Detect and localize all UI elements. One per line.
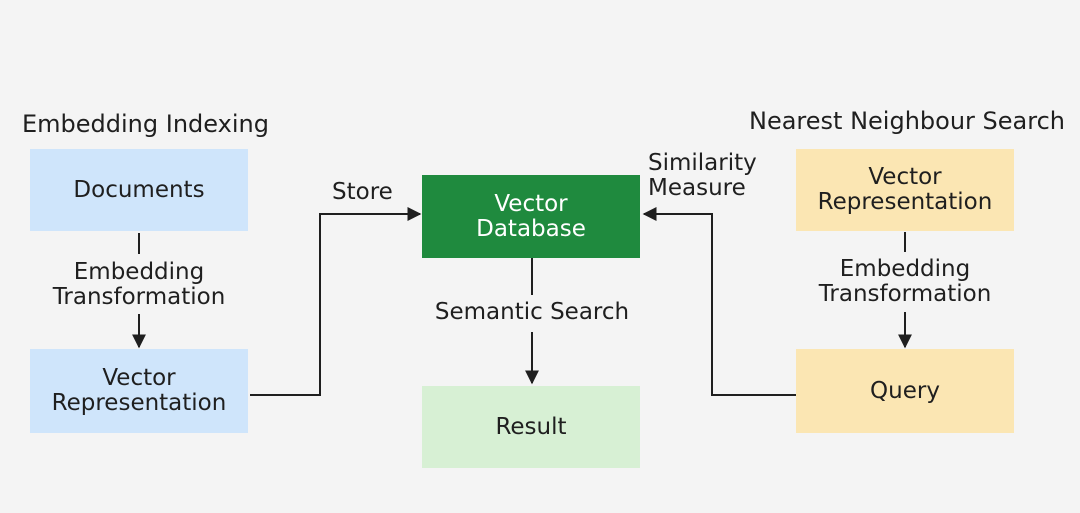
left-vector-line2: Representation [51, 390, 227, 416]
db-line2: Database [476, 215, 586, 242]
similarity-measure-label: Similarity Measure [648, 151, 757, 201]
similarity-line2: Measure [648, 175, 746, 201]
right-section-title: Nearest Neighbour Search [749, 107, 1065, 135]
right-vector-line1: Vector [868, 164, 942, 190]
right-vector-line2: Representation [817, 189, 993, 215]
similarity-arrow [642, 207, 796, 396]
left-section-title: Embedding Indexing [22, 110, 269, 138]
left-embed-line1: Embedding [73, 259, 205, 285]
db-line1: Vector [494, 190, 568, 217]
query-label: Query [870, 377, 940, 404]
documents-label: Documents [73, 176, 205, 203]
left-vector-line1: Vector [102, 365, 176, 391]
documents-node: Documents [30, 149, 248, 231]
left-embedding-transformation-label: Embedding Transformation [40, 260, 238, 310]
left-embed-line2: Transformation [52, 284, 226, 310]
store-label: Store [332, 179, 393, 205]
similarity-line1: Similarity [648, 150, 757, 176]
right-vector-representation-node: Vector Representation [796, 149, 1014, 231]
query-node: Query [796, 349, 1014, 433]
right-embed-line2: Transformation [818, 281, 992, 307]
semantic-search-label: Semantic Search [434, 299, 630, 325]
result-node: Result [422, 386, 640, 468]
right-embedding-transformation-label: Embedding Transformation [800, 257, 1010, 307]
left-vector-representation-node: Vector Representation [30, 349, 248, 433]
result-label: Result [495, 413, 567, 440]
store-arrow [250, 207, 422, 396]
right-embed-line1: Embedding [839, 256, 971, 282]
vector-database-node: Vector Database [422, 175, 640, 258]
